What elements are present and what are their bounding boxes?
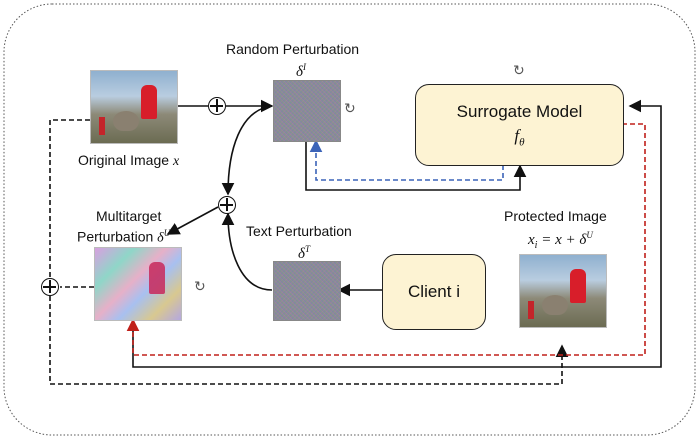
protected-sup: U <box>586 230 593 240</box>
text-perturbation-symbol: δT <box>298 240 310 263</box>
random-perturbation-title: Random Perturbation <box>226 41 360 57</box>
multitarget-sym: δ <box>157 230 164 246</box>
multitarget-label-line2: Perturbation δU <box>77 224 170 248</box>
multitarget-sup: U <box>163 228 171 238</box>
add-operator-2 <box>218 196 236 214</box>
random-sup: I <box>302 62 306 72</box>
random-sym: δ <box>296 64 303 80</box>
oplus3-to-protected <box>49 296 569 385</box>
multitarget-label-line1: Multitarget <box>96 208 162 224</box>
text-sup: T <box>304 244 310 254</box>
random-perturbation-symbol: δI <box>296 58 306 81</box>
rock-shape-protected <box>542 295 568 315</box>
refresh-icon-multitarget: ↻ <box>194 278 206 294</box>
person-figure <box>141 85 157 119</box>
surrogate-model-box: Surrogate Model fθ <box>415 84 624 166</box>
text-sym: δ <box>298 246 305 262</box>
outer-frame <box>3 3 696 436</box>
refresh-icon-surrogate: ↻ <box>513 62 525 78</box>
text-perturbation-title: Text Perturbation <box>246 223 352 239</box>
random-to-surrogate <box>305 140 527 191</box>
surrogate-to-random <box>309 139 504 181</box>
multitarget-perturbation-image <box>94 247 182 321</box>
random-to-oplus2 <box>221 105 273 196</box>
person-figure-protected <box>570 269 586 303</box>
original-image <box>90 70 178 144</box>
person-figure-perturbed <box>149 262 165 294</box>
rock-shape <box>113 111 139 131</box>
surrogate-model-title: Surrogate Model <box>456 101 583 121</box>
refresh-icon: ↻ <box>344 100 356 116</box>
protected-image-formula: xi = x + δU <box>528 226 593 255</box>
small-figure-protected <box>528 301 534 319</box>
text-to-oplus2 <box>221 212 273 291</box>
client-box: Client i <box>382 254 486 330</box>
protected-x: x <box>528 232 535 248</box>
protected-image <box>519 254 607 328</box>
add-operator-3 <box>41 278 59 296</box>
original-image-label: Original Image x <box>78 151 179 171</box>
surrogate-model-fn: fθ <box>514 126 524 148</box>
multitarget-text: Perturbation <box>77 228 154 245</box>
surrogate-to-multitarget <box>126 123 646 356</box>
orig-to-oplus3 <box>49 119 90 278</box>
surrogate-fn: f <box>514 125 520 145</box>
text-perturbation-image <box>273 261 341 321</box>
protected-sub: i <box>534 240 538 251</box>
add-operator-1 <box>208 97 226 115</box>
original-text: Original Image <box>78 152 170 168</box>
client-label: Client i <box>408 282 460 301</box>
surrogate-fn-sub: θ <box>519 136 525 149</box>
small-figure <box>99 117 105 135</box>
protected-rest: = x + δ <box>541 232 587 248</box>
random-perturbation-image <box>273 80 341 142</box>
protected-image-title: Protected Image <box>504 208 607 224</box>
oplus2-to-multitarget <box>166 206 219 235</box>
original-var: x <box>172 154 180 169</box>
